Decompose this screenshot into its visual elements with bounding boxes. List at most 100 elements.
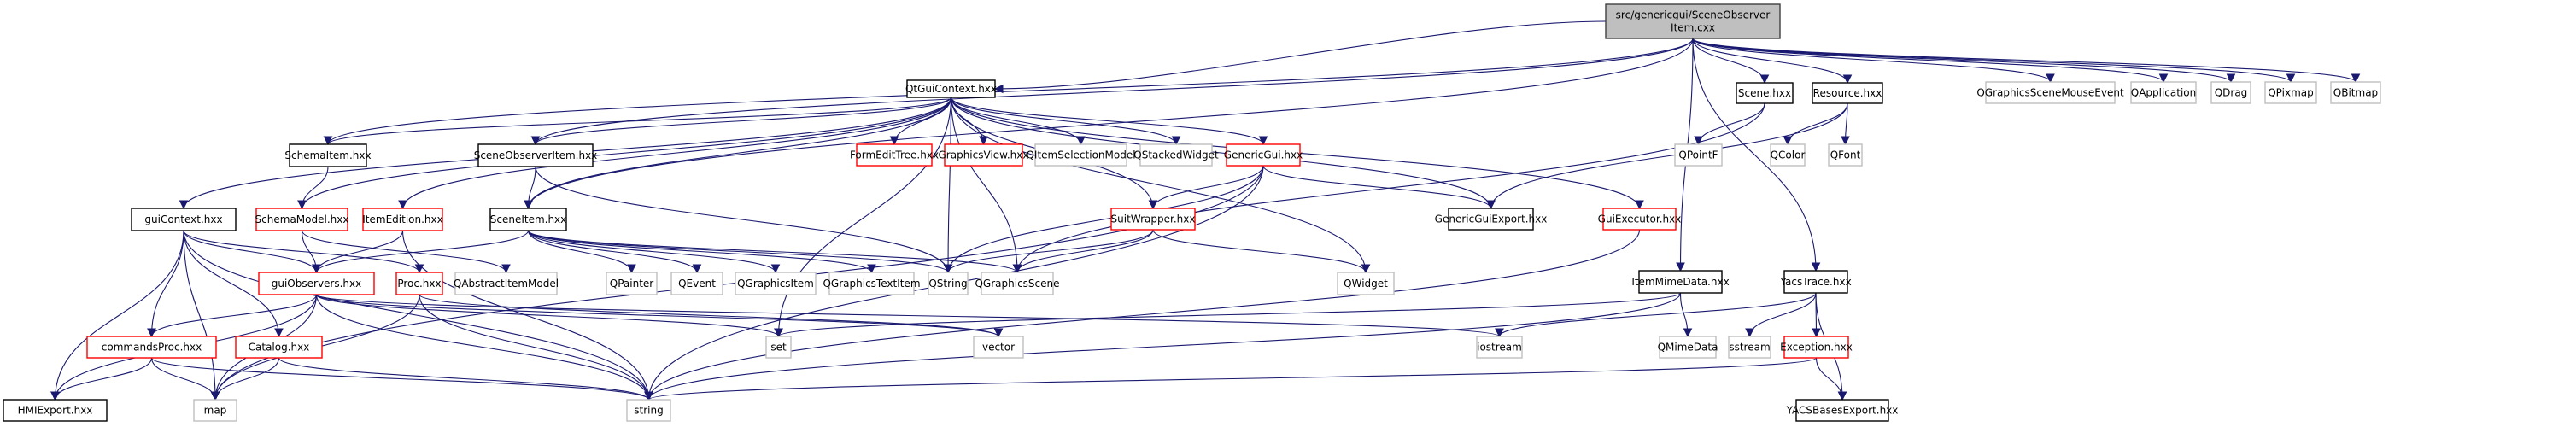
include-node[interactable]: SchemaItem.hxx — [284, 143, 372, 167]
arrowhead-icon — [530, 136, 541, 146]
node-box — [289, 143, 367, 167]
include-node: QWidget — [1337, 272, 1395, 295]
arrowhead-icon — [979, 136, 988, 146]
node-label: QWidget — [1344, 278, 1388, 290]
node-label: QEvent — [678, 278, 716, 290]
dependency-edge — [312, 230, 530, 274]
edge-line — [1016, 229, 1154, 273]
node-box — [1226, 143, 1301, 167]
edge-line — [1692, 38, 2232, 83]
include-node[interactable]: Catalog.hxx — [235, 336, 323, 359]
edge-line — [1692, 38, 1848, 84]
node-label: QMimeData — [1658, 342, 1718, 354]
include-node: QStackedWidget — [1133, 143, 1219, 167]
include-node[interactable]: ItemEdition.hxx — [362, 208, 443, 231]
node-box — [1448, 208, 1534, 231]
include-node[interactable]: Scene.hxx — [1736, 82, 1794, 104]
node-label: QBitmap — [2333, 87, 2378, 99]
node-label: Scene.hxx — [1738, 87, 1791, 99]
edge-line — [535, 166, 949, 273]
node-label: GraphicsView.hxx — [939, 149, 1029, 161]
edge-line — [527, 38, 1694, 209]
node-label: QGraphicsTextItem — [823, 278, 920, 290]
dependency-edge — [147, 230, 184, 338]
edge-line — [183, 230, 318, 273]
arrowhead-icon — [179, 200, 189, 210]
edge-line — [1692, 38, 1765, 84]
dependency-edge — [644, 357, 1818, 401]
include-node: QItemSelectionModel — [1026, 143, 1136, 167]
node-label: SuitWrapper.hxx — [1111, 214, 1196, 225]
dependency-edge — [183, 230, 424, 274]
include-node[interactable]: Exception.hxx — [1780, 336, 1853, 359]
dependency-edge — [1694, 102, 1765, 146]
node-box — [670, 272, 723, 295]
arrowhead-icon — [1783, 136, 1793, 146]
edge-line — [301, 97, 952, 209]
node-label: QPainter — [610, 278, 654, 290]
node-box — [1659, 336, 1717, 359]
include-node[interactable]: HMIExport.hxx — [3, 399, 108, 422]
node-box — [131, 208, 237, 231]
root-file-node[interactable]: src/genericgui/SceneObserverItem.cxx — [1605, 3, 1781, 39]
node-box — [735, 272, 817, 295]
dependency-edge — [1692, 38, 2055, 84]
include-node[interactable]: SchemaModel.hxx — [255, 208, 349, 231]
include-node[interactable]: QtGuiContext.hxx — [905, 79, 997, 98]
edge-line — [527, 230, 698, 273]
arrowhead-icon — [524, 200, 533, 210]
dependency-edge — [1148, 165, 1264, 210]
arrowhead-icon — [323, 136, 333, 146]
include-node[interactable]: SuitWrapper.hxx — [1110, 208, 1196, 231]
node-label: sstream — [1729, 342, 1770, 354]
dependency-edge — [301, 230, 511, 274]
node-box — [928, 272, 969, 295]
include-node[interactable]: Proc.hxx — [395, 272, 443, 295]
include-node[interactable]: YacsTrace.hxx — [1779, 270, 1852, 294]
arrowhead-icon — [1635, 200, 1644, 210]
arrowhead-icon — [1811, 262, 1821, 272]
include-node[interactable]: commandsProc.hxx — [86, 336, 217, 359]
include-node[interactable]: SceneItem.hxx — [489, 208, 567, 231]
include-node[interactable]: YACSBasesExport.hxx — [1786, 399, 1899, 422]
include-node[interactable]: ItemMimeData.hxx — [1631, 270, 1730, 294]
node-label: GenericGui.hxx — [1224, 149, 1303, 161]
edge-line — [527, 230, 949, 273]
include-node[interactable]: GenericGui.hxx — [1224, 143, 1303, 167]
edge-line — [1697, 102, 1765, 145]
arrowhead-icon — [312, 264, 321, 274]
node-label: QGraphicsScene — [975, 278, 1059, 290]
include-node[interactable]: guiContext.hxx — [131, 208, 237, 231]
node-label: QPixmap — [2268, 87, 2314, 99]
edges-layer — [50, 20, 2361, 401]
node-label: QFont — [1830, 149, 1861, 161]
include-node[interactable]: FormEditTree.hxx — [850, 143, 939, 167]
arrowhead-icon — [889, 136, 899, 146]
include-node[interactable]: GenericGuiExport.hxx — [1435, 208, 1548, 231]
node-label: Resource.hxx — [1813, 87, 1882, 99]
node-box — [2210, 81, 2251, 104]
include-node: QPainter — [606, 272, 658, 295]
include-node[interactable]: GuiExecutor.hxx — [1598, 208, 1682, 231]
include-node[interactable]: GraphicsView.hxx — [939, 143, 1029, 167]
node-label: QItemSelectionModel — [1026, 149, 1135, 161]
edge-line — [527, 97, 952, 209]
include-node[interactable]: guiObservers.hxx — [258, 272, 375, 295]
dependency-edge — [210, 357, 280, 401]
include-node: QAbstractItemModel — [454, 272, 559, 295]
node-box — [944, 143, 1023, 167]
include-node: QMimeData — [1658, 336, 1718, 359]
include-node[interactable]: SceneObserverItem.hxx — [474, 143, 598, 167]
edge-line — [1692, 38, 2164, 83]
include-node: QEvent — [670, 272, 723, 295]
dependency-edge — [183, 230, 653, 401]
arrowhead-icon — [1683, 328, 1693, 338]
edge-line — [1262, 165, 1492, 209]
include-node[interactable]: Resource.hxx — [1812, 82, 1883, 104]
arrowhead-icon — [1012, 264, 1022, 274]
include-node: QColor — [1770, 143, 1806, 167]
node-box — [1828, 143, 1863, 167]
include-node: QPointF — [1674, 143, 1723, 167]
include-node: string — [626, 399, 671, 422]
node-label: map — [204, 405, 227, 417]
